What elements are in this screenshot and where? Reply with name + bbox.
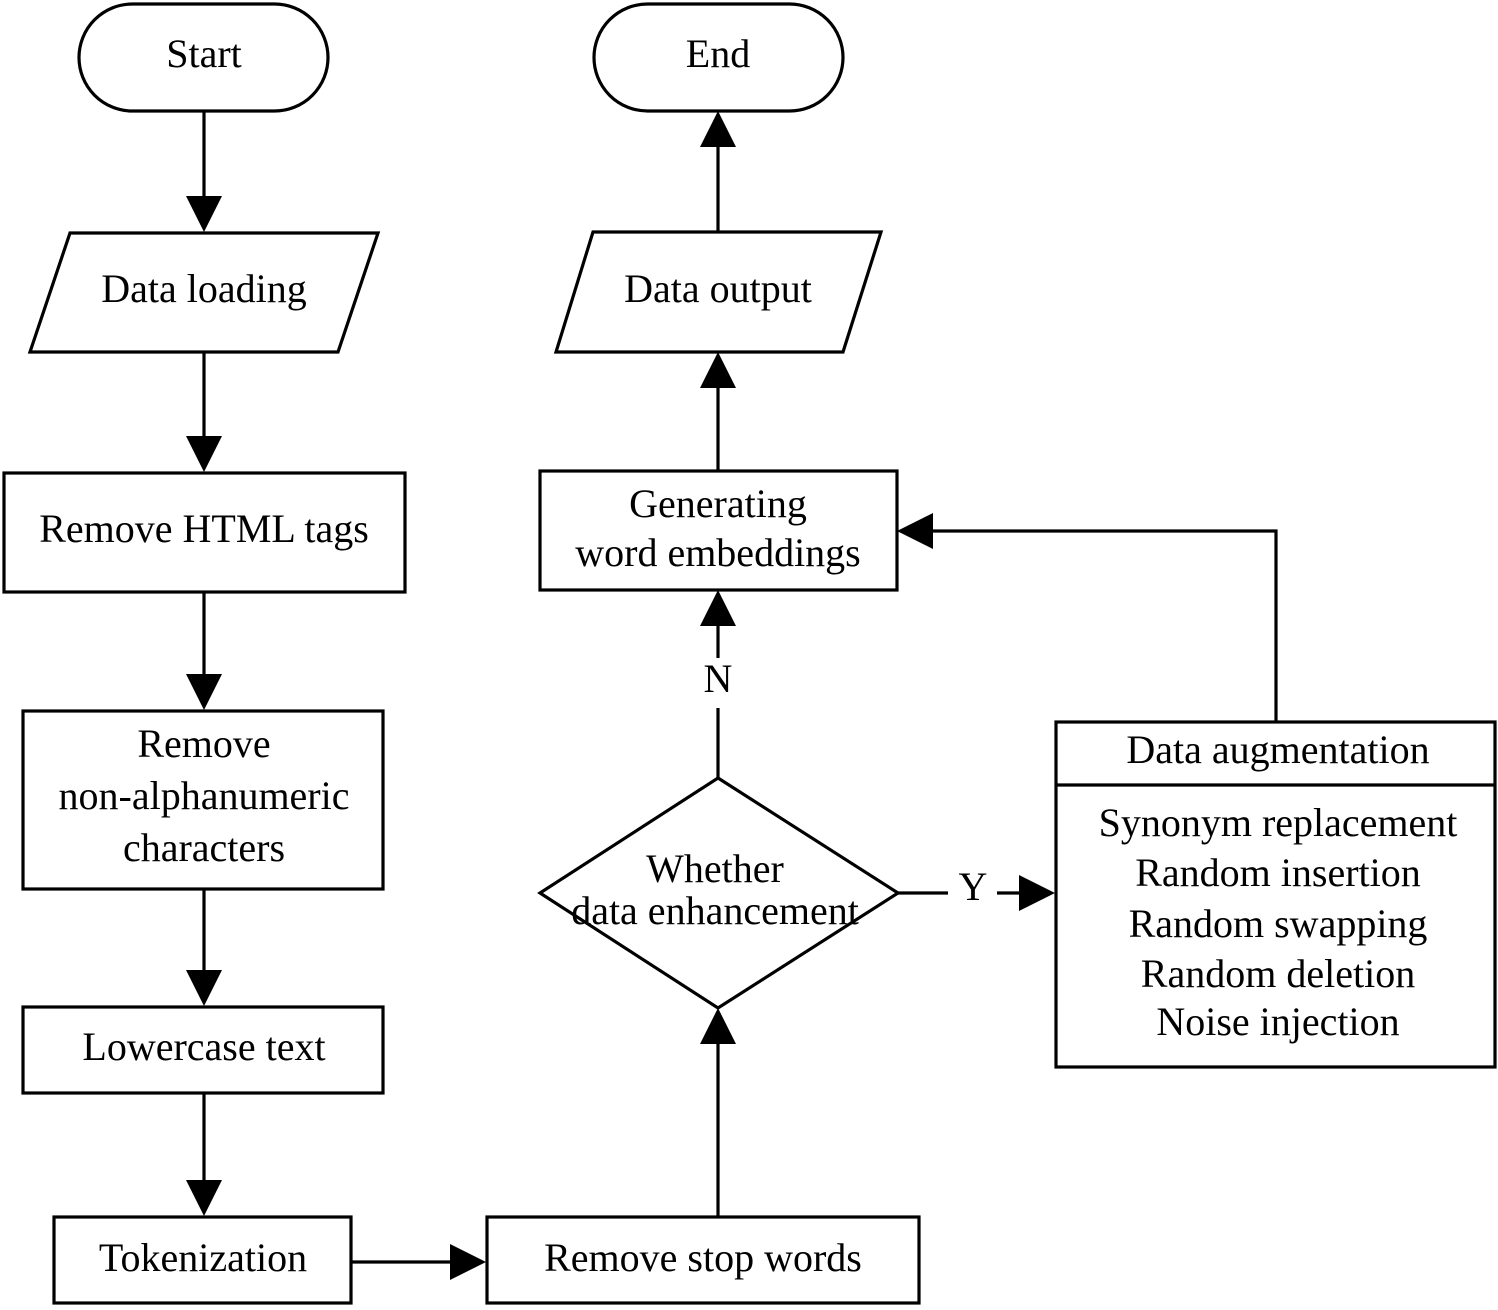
data-augmentation-item-4: Noise injection (1156, 999, 1399, 1044)
data-augmentation-item-3: Random deletion (1141, 951, 1415, 996)
arrowhead-down-icon (186, 970, 222, 1006)
data-loading-parallelogram-shape (27, 231, 381, 354)
edge-remove-stopwords-to-decision (700, 1008, 736, 1217)
node-data-augmentation[interactable]: Data augmentation Synonym replacement Ra… (1054, 720, 1497, 1069)
node-lowercase-text[interactable]: Lowercase text (21, 1005, 385, 1095)
edge-label-no: N (704, 656, 733, 701)
decision-label-line1: Whether (646, 846, 784, 891)
arrowhead-left-icon (897, 513, 933, 549)
arrowhead-down-icon (186, 436, 222, 472)
remove-html-tags-shape (2, 471, 407, 594)
lowercase-text-label: Lowercase text (82, 1024, 325, 1069)
remove-nonalphanumeric-label-line1: Remove (137, 721, 270, 766)
node-start[interactable]: Start (77, 2, 330, 113)
tokenization-label: Tokenization (99, 1235, 307, 1280)
edge-tokenization-to-remove-stopwords (351, 1244, 486, 1280)
edge-data-loading-to-remove-html (186, 352, 222, 472)
edge-decision-yes-to-augmentation: Y (898, 864, 1055, 911)
generating-word-embeddings-shape (538, 469, 899, 592)
node-remove-html-tags[interactable]: Remove HTML tags (2, 471, 407, 594)
remove-nonalphanumeric-label-line2: non-alphanumeric (59, 773, 350, 818)
decision-diamond-shape (537, 776, 901, 1010)
data-output-label: Data output (624, 266, 812, 311)
arrowhead-up-icon (700, 111, 736, 147)
edge-start-to-data-loading (186, 111, 222, 232)
arrowhead-down-icon (186, 674, 222, 710)
arrowhead-down-icon (186, 196, 222, 232)
generating-word-embeddings-label-line2: word embeddings (575, 530, 861, 575)
arrowhead-right-icon (450, 1244, 486, 1280)
data-loading-label: Data loading (101, 266, 307, 311)
node-data-output[interactable]: Data output (553, 230, 884, 354)
edge-remove-html-to-remove-nonalpha (186, 592, 222, 710)
node-tokenization[interactable]: Tokenization (52, 1215, 353, 1305)
tokenization-shape (52, 1215, 353, 1305)
data-augmentation-shape (1054, 720, 1497, 1069)
arrowhead-down-icon (186, 1180, 222, 1216)
edge-word-embeddings-to-data-output (700, 352, 736, 471)
edge-lowercase-to-tokenization (186, 1093, 222, 1216)
node-generating-word-embeddings[interactable]: Generating word embeddings (538, 469, 899, 592)
edge-augmentation-to-word-embeddings (897, 513, 1278, 722)
end-label: End (686, 31, 750, 76)
node-end[interactable]: End (592, 2, 845, 113)
edge-label-yes: Y (959, 864, 988, 909)
data-output-parallelogram-shape (553, 230, 884, 354)
remove-nonalphanumeric-label-line3: characters (123, 825, 285, 870)
edge-remove-nonalpha-to-lowercase (186, 889, 222, 1006)
edge-data-output-to-end (700, 111, 736, 232)
remove-stop-words-label: Remove stop words (544, 1235, 862, 1280)
generating-word-embeddings-label-line1: Generating (629, 481, 807, 526)
edge-decision-no-to-word-embeddings: N (700, 590, 736, 778)
data-augmentation-item-0: Synonym replacement (1099, 800, 1458, 845)
data-augmentation-title: Data augmentation (1126, 727, 1429, 772)
node-decision-whether-data-enhancement[interactable]: Whether data enhancement (537, 776, 901, 1010)
node-remove-stop-words[interactable]: Remove stop words (485, 1215, 921, 1305)
arrowhead-up-icon (700, 352, 736, 388)
start-label: Start (166, 31, 242, 76)
arrowhead-right-icon (1019, 875, 1055, 911)
node-data-loading[interactable]: Data loading (27, 231, 381, 354)
end-terminator-shape (592, 2, 845, 113)
data-augmentation-item-2: Random swapping (1129, 901, 1428, 946)
data-augmentation-item-1: Random insertion (1135, 850, 1421, 895)
decision-label-line2: data enhancement (571, 888, 859, 933)
node-remove-nonalphanumeric[interactable]: Remove non-alphanumeric characters (21, 709, 385, 891)
arrowhead-up-icon (700, 590, 736, 626)
remove-html-tags-label: Remove HTML tags (39, 506, 369, 551)
remove-stop-words-shape (485, 1215, 921, 1305)
remove-nonalphanumeric-shape (21, 709, 385, 891)
arrowhead-up-icon (700, 1008, 736, 1044)
lowercase-text-shape (21, 1005, 385, 1095)
